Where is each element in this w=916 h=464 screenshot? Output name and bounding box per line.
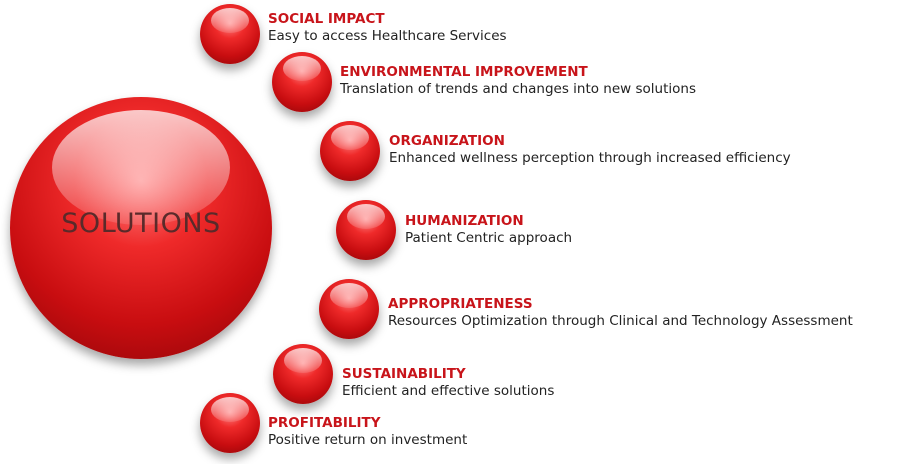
profitability-sphere (200, 393, 260, 453)
environmental-improvement-sphere (272, 52, 332, 112)
sphere-highlight (346, 203, 386, 229)
social-impact-sphere (200, 4, 260, 64)
humanization-sphere (336, 200, 396, 260)
organization-title: ORGANIZATION (389, 133, 505, 149)
sphere-highlight (283, 347, 323, 373)
sustainability-title: SUSTAINABILITY (342, 366, 466, 382)
sphere-highlight (330, 124, 370, 150)
organization-sphere (320, 121, 380, 181)
environmental-improvement-title: ENVIRONMENTAL IMPROVEMENT (340, 64, 588, 80)
environmental-improvement-description: Translation of trends and changes into n… (340, 81, 696, 97)
appropriateness-title: APPROPRIATENESS (388, 296, 533, 312)
appropriateness-description: Resources Optimization through Clinical … (388, 313, 853, 329)
sustainability-description: Efficient and effective solutions (342, 383, 555, 399)
organization-description: Enhanced wellness perception through inc… (389, 150, 791, 166)
appropriateness-sphere (319, 279, 379, 339)
solutions-sphere (10, 97, 272, 359)
sphere-highlight (210, 396, 250, 422)
humanization-title: HUMANIZATION (405, 213, 524, 229)
social-impact-title: SOCIAL IMPACT (268, 11, 385, 27)
sustainability-sphere (273, 344, 333, 404)
sphere-highlight (329, 282, 369, 308)
profitability-title: PROFITABILITY (268, 415, 381, 431)
social-impact-description: Easy to access Healthcare Services (268, 28, 507, 44)
sphere-highlight (210, 7, 250, 33)
profitability-description: Positive return on investment (268, 432, 468, 448)
solutions-label: SOLUTIONS (61, 208, 221, 239)
humanization-description: Patient Centric approach (405, 230, 573, 246)
sphere-highlight (51, 110, 231, 226)
sphere-highlight (282, 55, 322, 81)
